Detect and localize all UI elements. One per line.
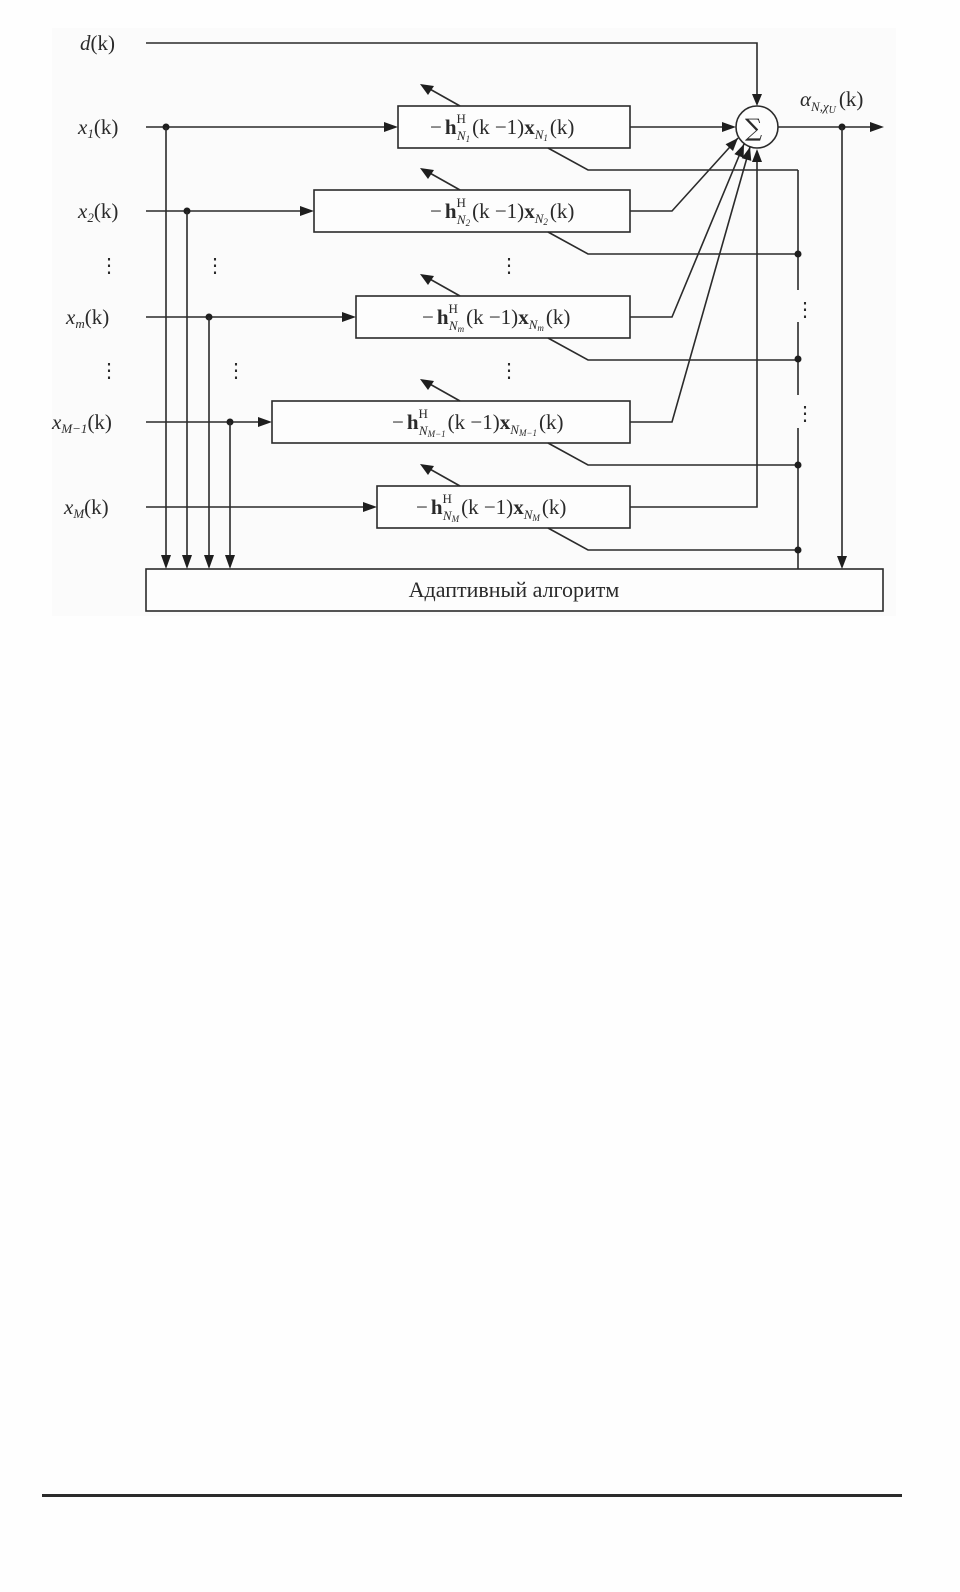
- ellipsis-bus-left-2: ⋮: [226, 360, 246, 382]
- filter-output-line-m: [630, 143, 745, 318]
- ellipsis-left-1: ⋮: [99, 255, 119, 277]
- input-label-xm: xm(k): [65, 305, 109, 331]
- filter-feedback-line-M-1: [547, 442, 798, 466]
- filter-adjust-arrowhead-M-1: [420, 379, 434, 390]
- error-bus-junction-dot-3: [794, 461, 802, 469]
- filter-adjust-arrowhead-M: [420, 464, 434, 475]
- output-label: αN,χU(k): [800, 87, 863, 116]
- filter-adjust-line-1: [427, 87, 461, 107]
- ellipsis-mid-2: ⋮: [499, 360, 519, 382]
- filter-box-1: [397, 105, 631, 149]
- ellipsis-mid-1: ⋮: [499, 255, 519, 277]
- input-tap-arrowhead-xM-1: [225, 555, 235, 569]
- input-label-x2: x2(k): [77, 199, 118, 225]
- ellipsis-bus-left-1: ⋮: [205, 255, 225, 277]
- filter-output-arrowhead-M: [752, 149, 762, 162]
- input-tap-arrowhead-xm: [204, 555, 214, 569]
- filter-adjust-arrowhead-2: [420, 168, 434, 179]
- input-label-xM: xM(k): [63, 495, 109, 521]
- error-bus-junction-dot-4: [794, 546, 802, 554]
- filter-adjust-line-M-1: [427, 382, 461, 402]
- error-bus-junction-dot-1: [794, 250, 802, 258]
- filter-output-arrowhead-M-1: [741, 147, 752, 161]
- adaptive-algorithm-label: Адаптивный алгоритм: [409, 577, 620, 602]
- filter-output-line-2: [630, 137, 739, 212]
- error-bus-junction-dot-2: [794, 355, 802, 363]
- input-arrowhead-xM: [363, 502, 377, 512]
- filter-adjust-line-M: [427, 467, 461, 487]
- input-tap-arrowhead-x1: [161, 555, 171, 569]
- ellipsis-bus-right-1: ⋮: [795, 299, 815, 321]
- filter-output-arrowhead-2: [725, 138, 738, 151]
- filter-output-arrowhead-1: [722, 122, 736, 132]
- filter-box-2: [313, 189, 631, 233]
- filter-box-M-1: [271, 400, 631, 444]
- output-feedback-arrowhead: [837, 556, 847, 569]
- filter-adjust-arrowhead-1: [420, 84, 434, 95]
- filter-feedback-line-M: [547, 527, 798, 551]
- filter-adjust-line-m: [427, 277, 461, 297]
- input-label-xM-1: xM−1(k): [51, 410, 112, 436]
- filter-feedback-line-2: [547, 231, 798, 255]
- input-arrowhead-xM-1: [258, 417, 272, 427]
- desired-arrowhead: [752, 94, 762, 106]
- filter-feedback-line-1: [547, 147, 798, 171]
- filter-adjust-line-2: [427, 171, 461, 191]
- desired-signal-line: [146, 42, 758, 100]
- ellipsis-bus-right-2: ⋮: [795, 403, 815, 425]
- filter-output-line-M-1: [630, 146, 751, 423]
- footnote-rule: [42, 1494, 902, 1497]
- input-arrowhead-x2: [300, 206, 314, 216]
- input-label-x1: x1(k): [77, 115, 118, 141]
- input-tap-arrowhead-x2: [182, 555, 192, 569]
- filter-box-m: [355, 295, 631, 339]
- output-arrowhead: [870, 122, 884, 132]
- summer-symbol: ∑: [745, 114, 762, 142]
- adaptive-algorithm-box: [145, 568, 884, 612]
- input-arrowhead-xm: [342, 312, 356, 322]
- filter-output-line-M: [630, 162, 758, 508]
- desired-signal-label: d(k): [80, 31, 115, 55]
- input-arrowhead-x1: [384, 122, 398, 132]
- filter-adjust-arrowhead-m: [420, 274, 434, 285]
- filter-output-arrowhead-m: [734, 144, 744, 158]
- filter-feedback-line-m: [547, 337, 798, 361]
- ellipsis-left-2: ⋮: [99, 360, 119, 382]
- adaptive-filter-block-diagram: d(k) ∑ αN,χU(k) x1(k) x2(k) xm(k) xM−1(k…: [51, 28, 896, 616]
